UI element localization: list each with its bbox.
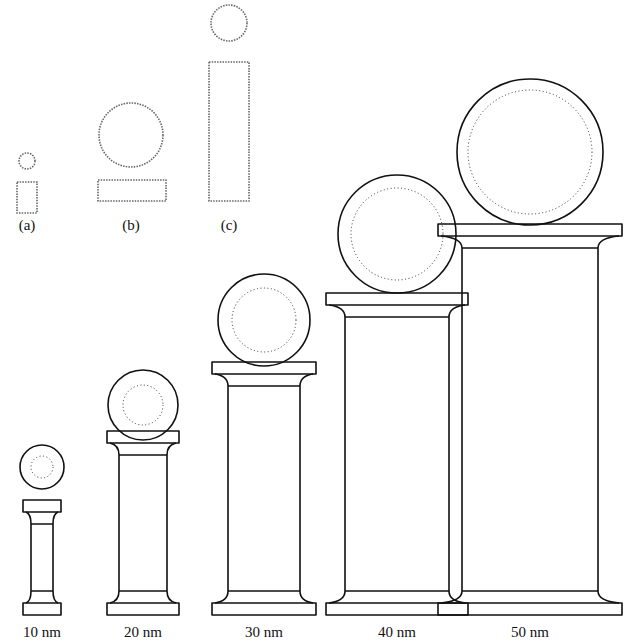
balls	[20, 79, 603, 489]
size-label: (a)	[19, 216, 36, 234]
size-label: 30 nm	[245, 623, 283, 641]
size-label: 50 nm	[511, 623, 549, 641]
sketch-figures	[17, 5, 249, 213]
pillars	[23, 224, 622, 615]
size-label: (c)	[221, 216, 238, 234]
size-label: 40 nm	[378, 623, 416, 641]
inner-dotted-circles	[31, 90, 592, 478]
size-label: 20 nm	[124, 623, 162, 641]
size-label: 10 nm	[23, 623, 61, 641]
size-label: (b)	[122, 216, 140, 234]
